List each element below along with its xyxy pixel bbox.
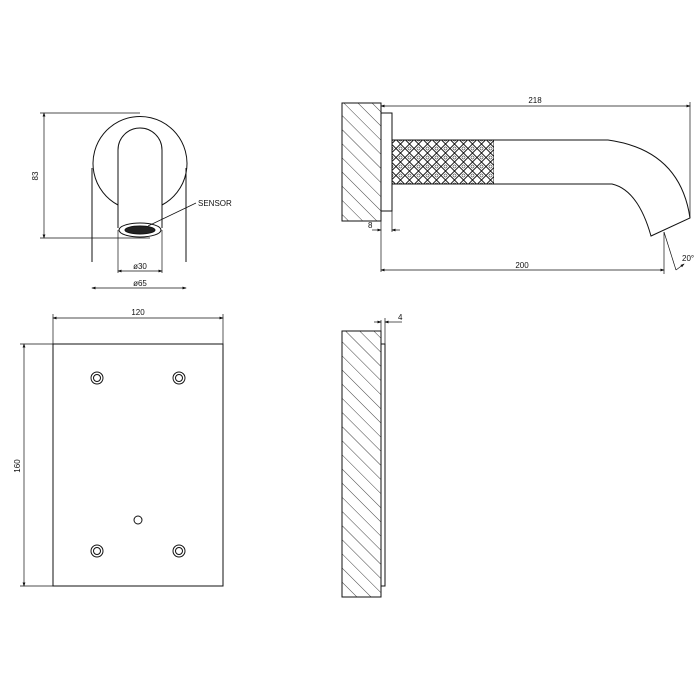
angle-dimension: 20° <box>682 254 694 263</box>
spout-front-view <box>40 112 197 290</box>
outer-diameter-dimension: ø65 <box>133 279 147 288</box>
reach-dimension: 200 <box>515 261 529 270</box>
plate-side-thickness-dimension: 4 <box>398 313 403 322</box>
plate-height-dimension: 160 <box>13 459 22 473</box>
spout-side-view <box>341 102 691 274</box>
plate-front-view <box>20 314 224 587</box>
total-length-dimension: 218 <box>528 96 542 105</box>
inner-diameter-dimension: ø30 <box>133 262 147 271</box>
plate-thickness-dimension: 8 <box>368 221 373 230</box>
plate-width-dimension: 120 <box>131 308 145 317</box>
height-dimension-83: 83 <box>31 171 40 180</box>
plate-side-view <box>341 318 402 598</box>
sensor-label: SENSOR <box>198 199 232 208</box>
